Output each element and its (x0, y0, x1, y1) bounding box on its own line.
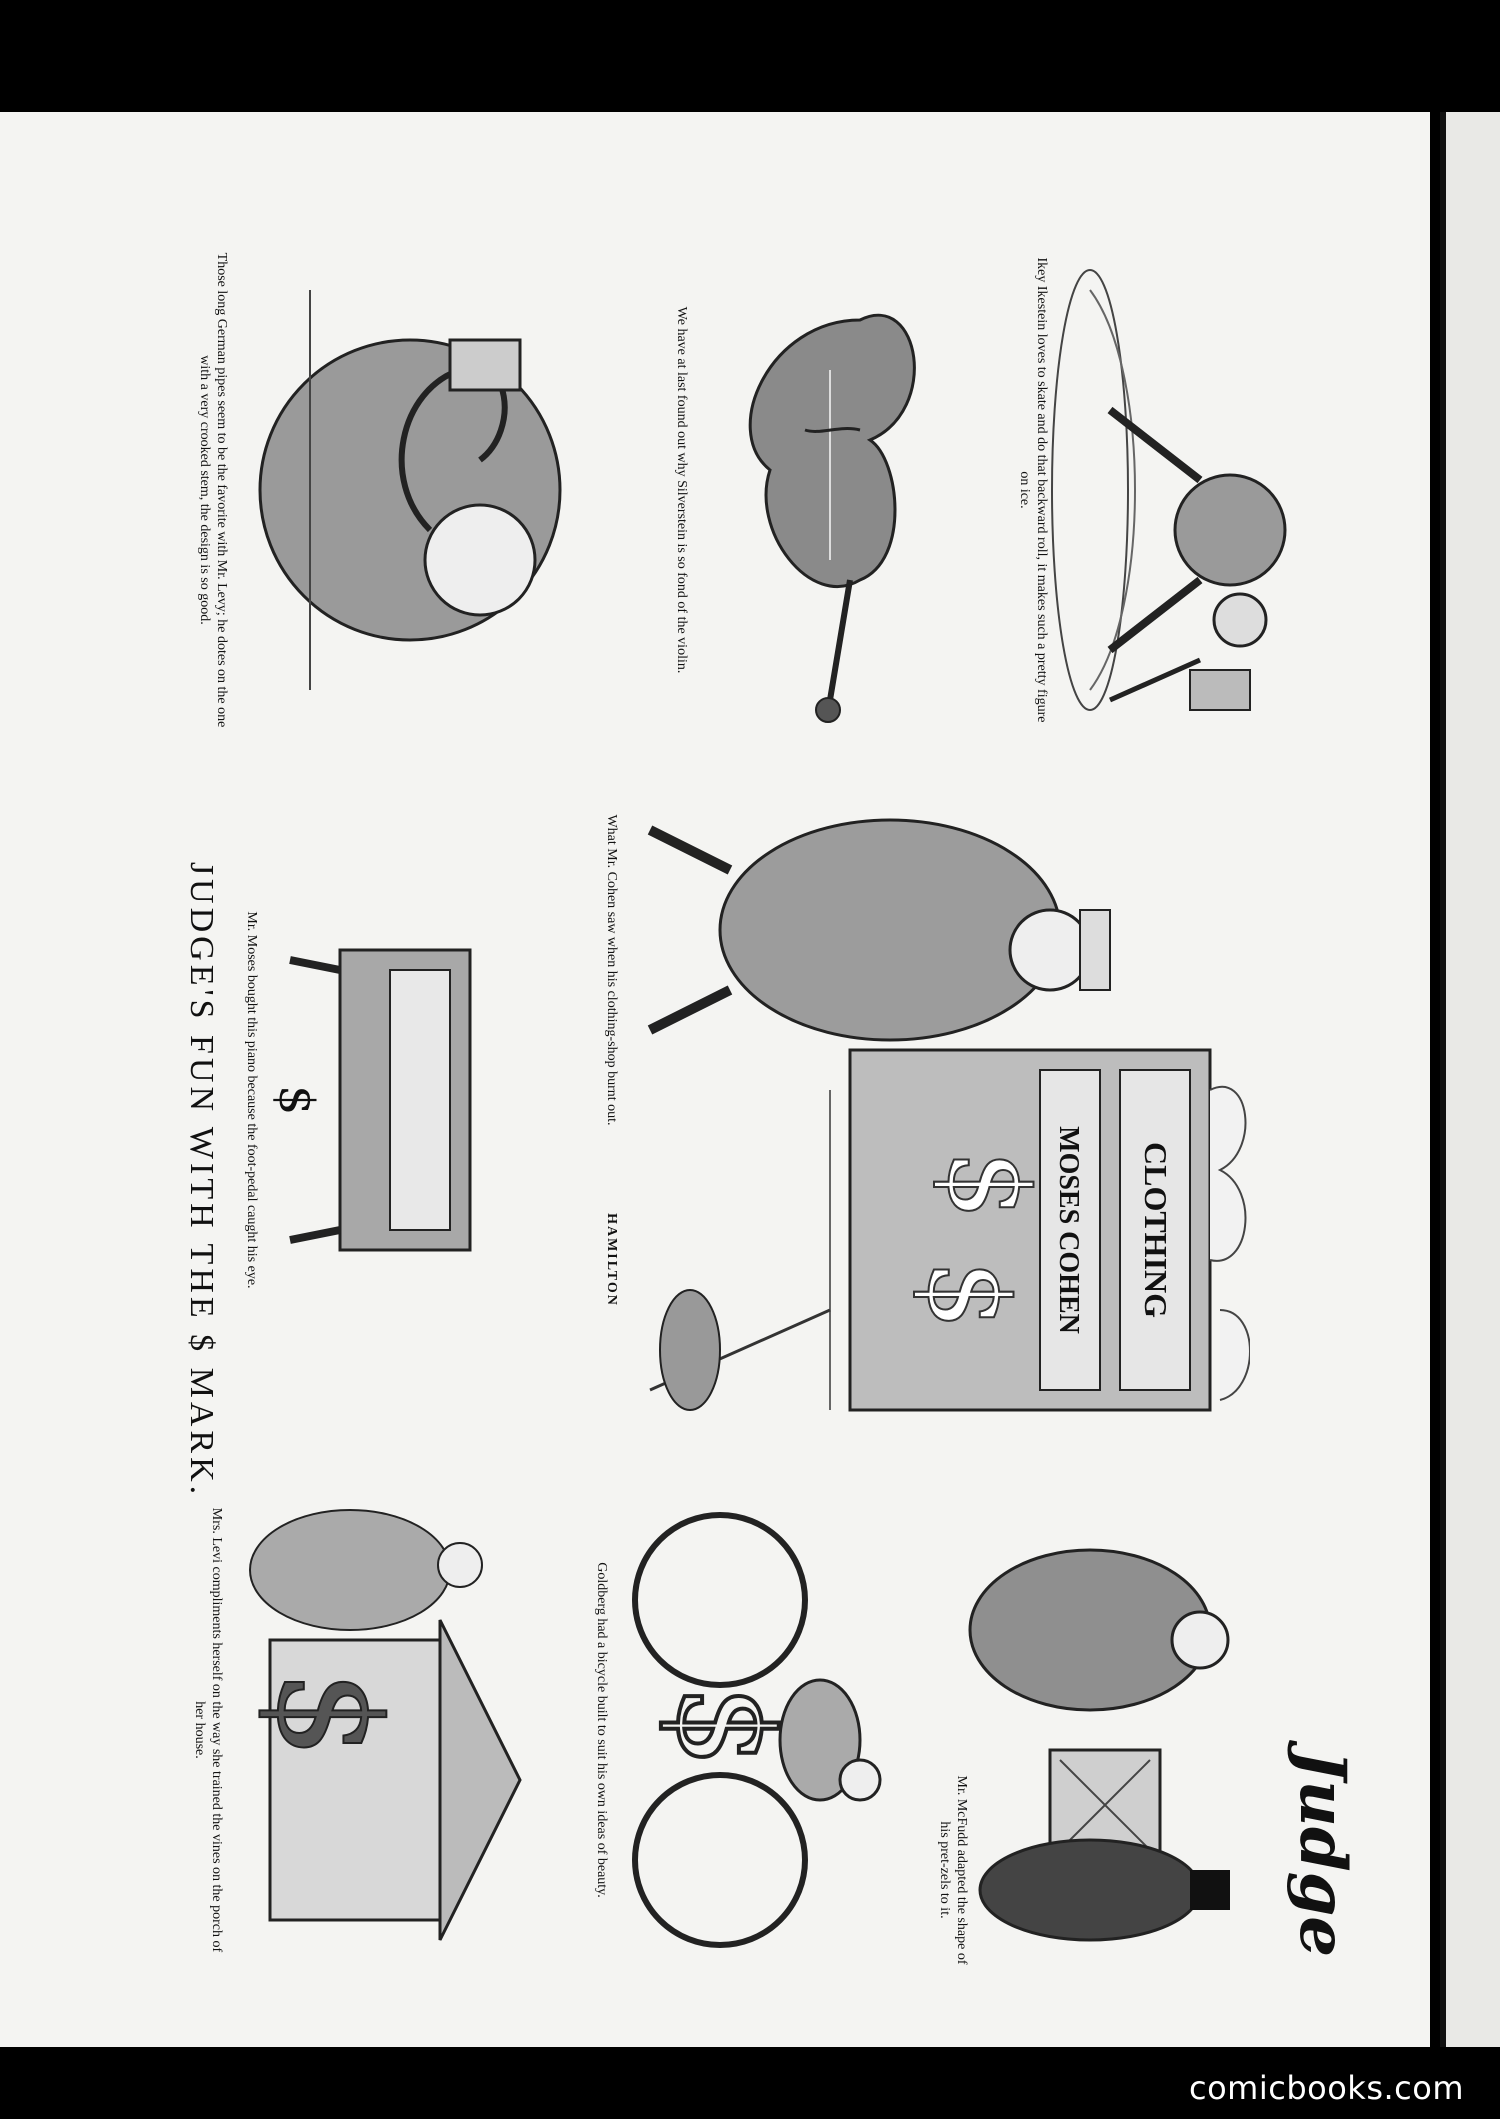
panel-bicycle: $ Goldberg had a bicycle built to suit h… (580, 1490, 900, 1970)
smoke-dollar-2: $ (904, 1260, 1032, 1330)
violin-caption: We have at last found out why Silverstei… (674, 306, 689, 674)
vines-caption: Mrs. Levi compliments herself on the way… (192, 1507, 224, 1953)
vines-illustration: $ (245, 1509, 522, 1941)
bicycle-caption: Goldberg had a bicycle built to suit his… (594, 1562, 609, 1898)
pipe-caption: Those long German pipes seem to be the f… (197, 252, 229, 728)
masthead-logo: Judge (1285, 1750, 1360, 1958)
pretzels-illustration (968, 1548, 1230, 1942)
bicycle-dollar-frame: $ (649, 1685, 801, 1768)
pretzels-caption: Mr. McFudd adapted the shape of his pret… (937, 1775, 969, 1965)
violin-illustration (748, 313, 916, 723)
pipe-illustration (258, 290, 562, 690)
piano-caption: Mr. Moses bought this piano because the … (244, 911, 259, 1289)
shop-sign-top: CLOTHING (1138, 1142, 1174, 1318)
skater-illustration (1051, 269, 1287, 711)
panel-piano: $ Mr. Moses bought this piano because th… (210, 890, 530, 1310)
rotated-layout: Judge Ikey Ikestein loves to skate and d… (110, 190, 1370, 1990)
panel-fire: CLOTHING MOSES COHEN $ $ What Mr. Cohen … (590, 790, 1250, 1450)
panel-skater: Ikey Ikestein loves to skate and do that… (990, 230, 1350, 750)
vines-dollar: $ (246, 1670, 409, 1759)
pedal-dollar: $ (270, 1085, 324, 1116)
panel-violin: We have at last found out why Silverstei… (650, 230, 980, 750)
fire-caption: What Mr. Cohen saw when his clothing-sho… (604, 814, 619, 1126)
skater-caption: Ikey Ikestein loves to skate and do that… (1017, 257, 1049, 723)
piano-illustration: $ (270, 948, 472, 1252)
page-title: JUDGE'S FUN WITH THE $ MARK. (183, 861, 220, 1499)
artist-signature: HAMILTON (604, 1213, 619, 1307)
bicycle-illustration: $ (632, 1512, 882, 1948)
panel-vines: $ Mrs. Levi compliments herself on the w… (170, 1490, 550, 1970)
page-edge (1440, 112, 1500, 2047)
shop-sign-bottom: MOSES COHEN (1053, 1126, 1084, 1334)
smoke-dollar-1: $ (924, 1150, 1052, 1220)
comic-stage: Judge Ikey Ikestein loves to skate and d… (110, 190, 1370, 1990)
panel-pipe: Those long German pipes seem to be the f… (170, 230, 630, 750)
footer-watermark: comicbooks.com (1188, 2069, 1464, 2107)
panel-pretzels: Mr. McFudd adapted the shape of his pret… (920, 1490, 1250, 1970)
fire-illustration: CLOTHING MOSES COHEN $ $ (647, 818, 1250, 1412)
